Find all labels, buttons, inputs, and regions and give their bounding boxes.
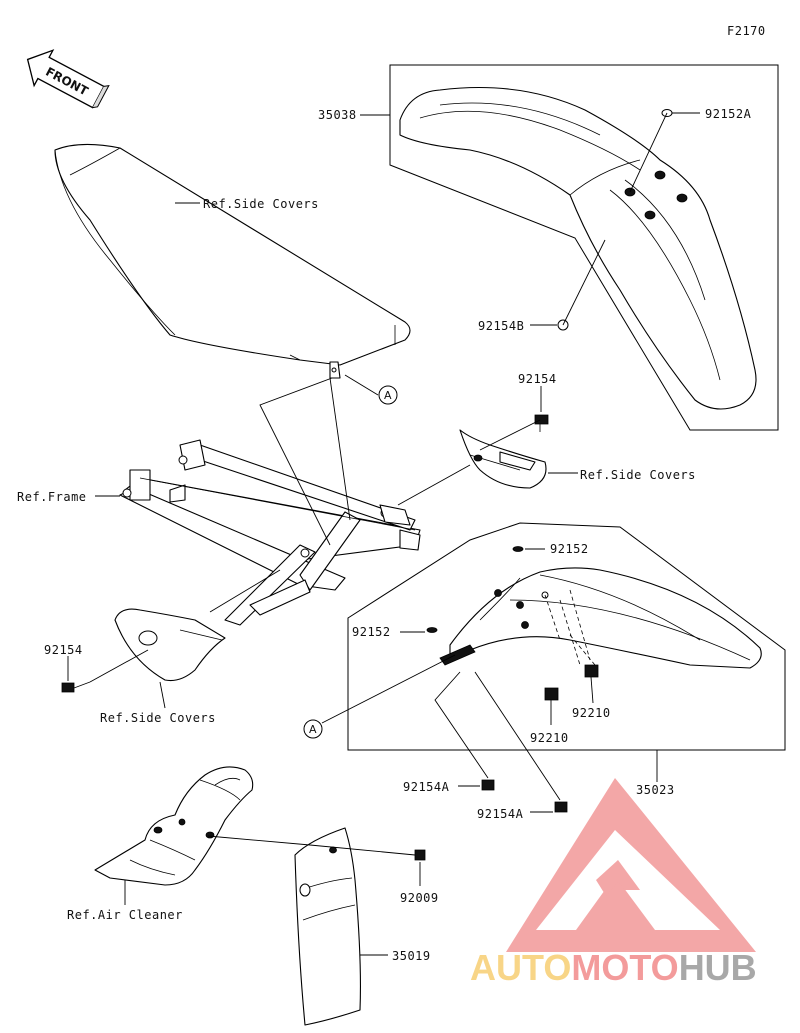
rear-fender-group: 92152 92152 92210 92210 [347, 522, 786, 751]
label-92154-upper: 92154 [518, 372, 557, 386]
label-92152-lower: 92152 [352, 625, 391, 639]
frame-rails [119, 439, 421, 626]
label-ref-side-covers-left: Ref.Side Covers [100, 711, 216, 725]
label-ref-air-cleaner: Ref.Air Cleaner [67, 908, 183, 922]
label-92154B: 92154B [478, 319, 524, 333]
figure-code: F2170 [727, 24, 766, 38]
watermark-auto-text: AUTO [470, 947, 571, 988]
watermark-logo: AUTOMOTOHUB [470, 778, 757, 988]
front-arrow-icon: FRONT [26, 49, 110, 109]
label-92152-upper: 92152 [550, 542, 589, 556]
label-92210-left: 92210 [530, 731, 569, 745]
label-92009: 92009 [400, 891, 439, 905]
watermark-hub-text: HUB [679, 947, 757, 988]
washer-92152-upper-icon [512, 546, 524, 552]
washer-92152-lower-icon [426, 627, 438, 633]
left-side-cover: 92154 Ref.Side Covers [44, 608, 226, 725]
clip-92210-left-icon [544, 687, 559, 701]
label-ref-frame: Ref.Frame [17, 490, 87, 504]
label-35019: 35019 [392, 949, 431, 963]
label-92152A: 92152A [705, 107, 752, 121]
label-ref-side-covers-right: Ref.Side Covers [580, 468, 696, 482]
label-92154A-lower: 92154A [477, 807, 524, 821]
callout-a-lower: A [303, 654, 456, 739]
air-cleaner-cover [294, 827, 361, 1026]
bolt-92154-upper-icon [534, 414, 549, 432]
clip-92210-right-icon [584, 664, 599, 678]
screw-92009-icon [414, 849, 426, 861]
label-92210-right: 92210 [572, 706, 611, 720]
right-side-cover: 92154 Ref.Side Covers [459, 372, 696, 489]
label-35038: 35038 [318, 108, 357, 122]
svg-text:A: A [309, 723, 317, 736]
svg-text:AUTOMOTOHUB: AUTOMOTOHUB [470, 947, 757, 988]
air-cleaner-housing [94, 766, 254, 886]
callout-a-upper: A [344, 374, 398, 405]
svg-text:A: A [384, 389, 392, 402]
bolt-92154A-lower-icon [554, 801, 568, 813]
label-92154A-upper: 92154A [403, 780, 450, 794]
label-35023: 35023 [636, 783, 675, 797]
bolt-92154-left-icon [61, 681, 91, 693]
front-fender-group: 35038 92152A 92154B [318, 64, 779, 431]
label-92154-left: 92154 [44, 643, 83, 657]
watermark-triangle-icon [506, 778, 756, 952]
bolt-92154A-upper-icon [481, 779, 495, 791]
watermark-moto-text: MOTO [571, 947, 678, 988]
seat [54, 143, 411, 379]
label-ref-side-covers-seat: Ref.Side Covers [203, 197, 319, 211]
